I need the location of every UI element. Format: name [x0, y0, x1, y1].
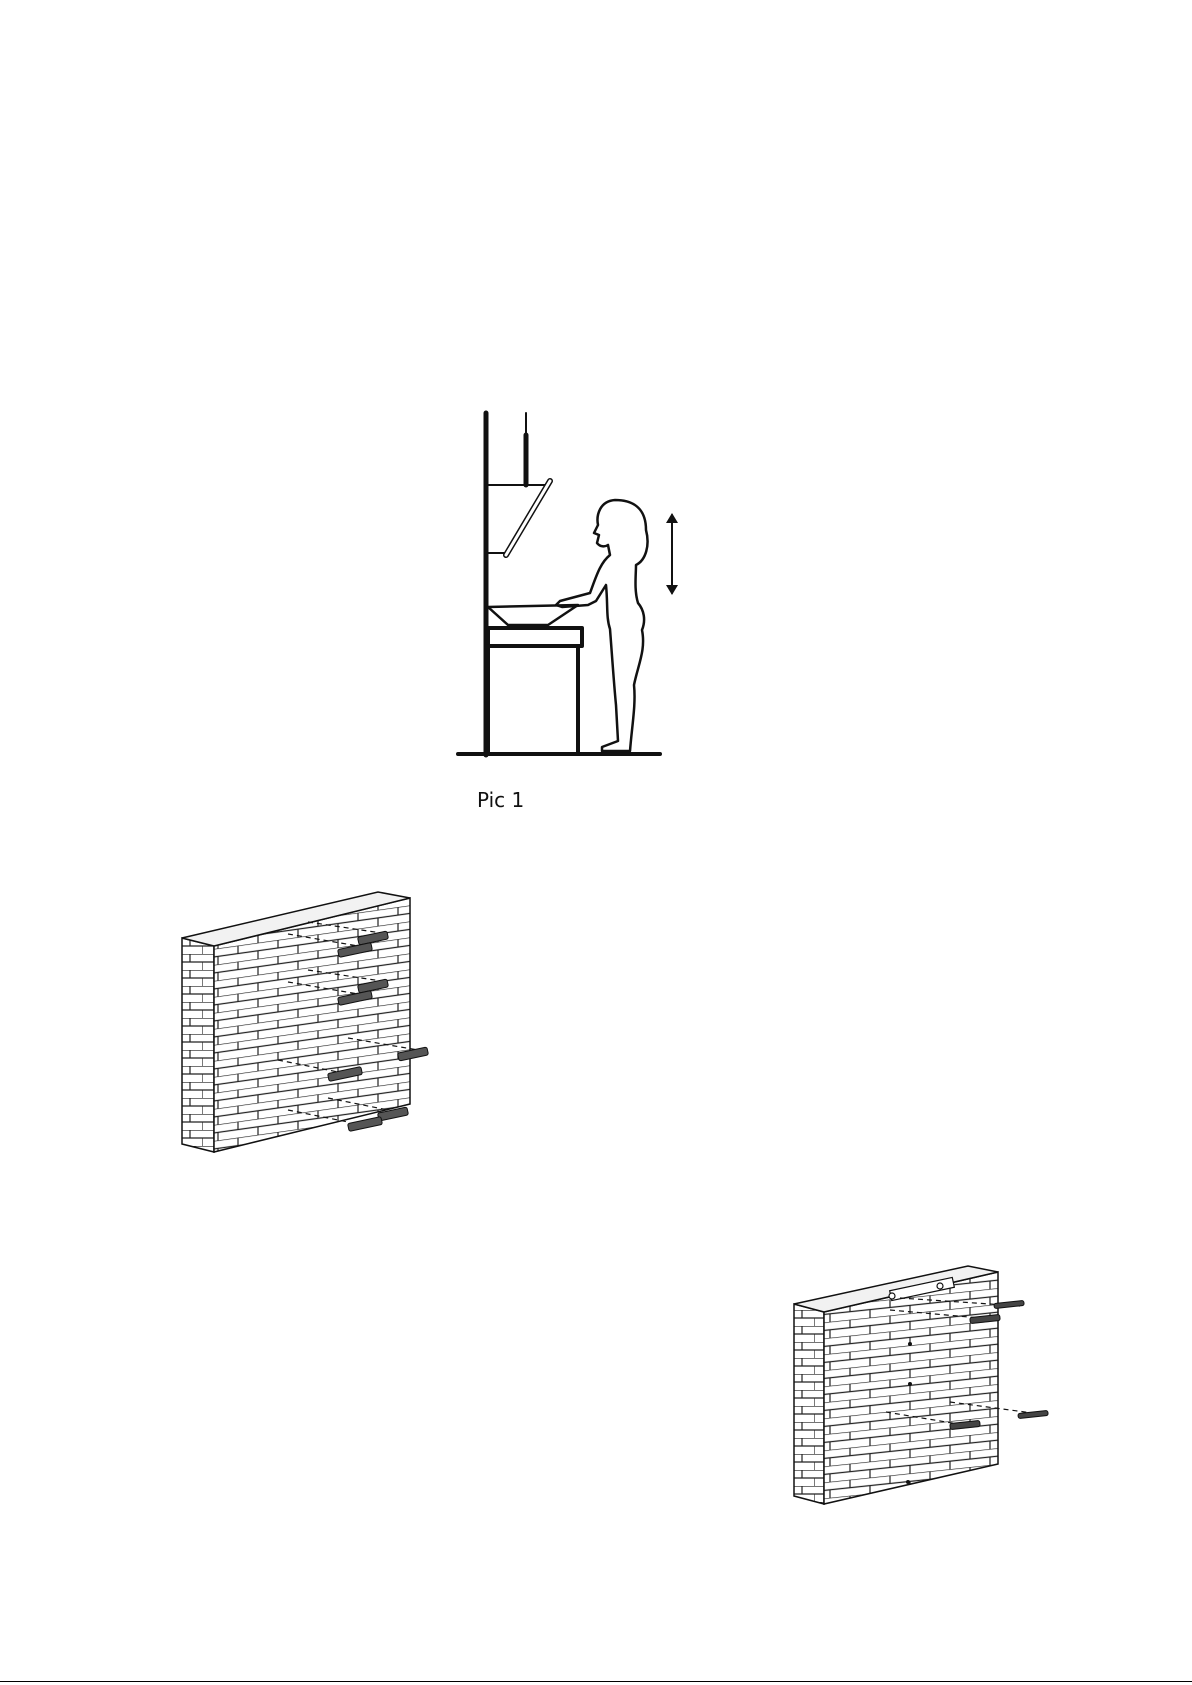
hood-height-illustration [450, 405, 680, 765]
wall-screw-mounting-illustration [790, 1262, 1050, 1512]
pic1-caption: Pic 1 [477, 788, 524, 812]
page-bottom-rule [0, 1681, 1192, 1682]
wall-plug-drilling-illustration [178, 890, 448, 1160]
